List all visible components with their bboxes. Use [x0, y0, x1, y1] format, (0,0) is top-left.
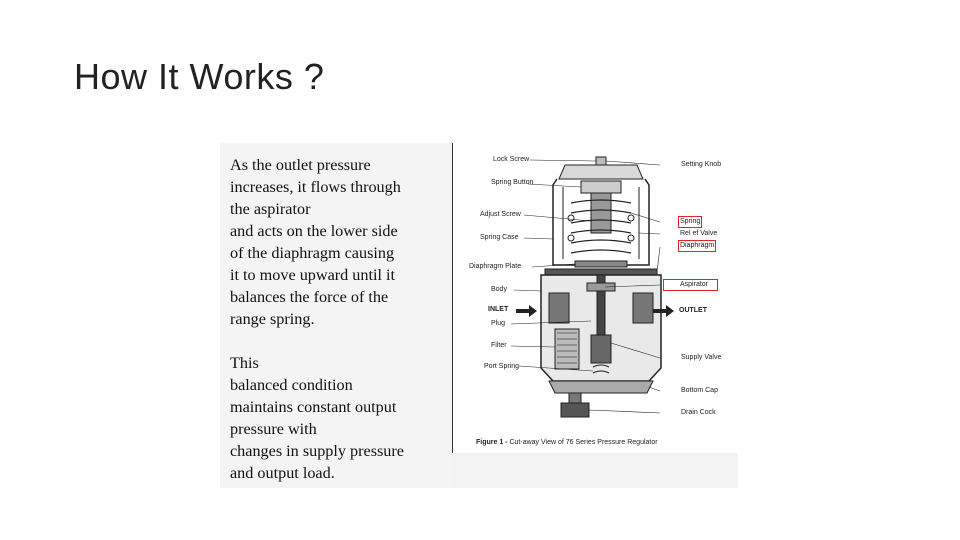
supply-valve-shape — [590, 334, 612, 364]
figure-caption: Figure 1 - Cut-away View of 76 Series Pr… — [476, 439, 658, 446]
label-adjust-screw: Adjust Screw — [480, 211, 521, 218]
inlet-port-shape — [548, 292, 570, 324]
label-body: Body — [491, 286, 507, 293]
text-line: balanced condition — [230, 376, 353, 394]
explanation-paragraph-1: As the outlet pressure increases, it flo… — [230, 154, 401, 330]
slide-title: How It Works ? — [74, 56, 325, 97]
label-diaphragm: Diaphragm — [677, 240, 717, 252]
label-inlet: INLET — [488, 306, 509, 313]
explanation-text-panel: As the outlet pressure increases, it flo… — [220, 143, 452, 488]
range-spring-shape — [570, 199, 632, 254]
label-plug: Plug — [491, 320, 506, 327]
diaphragm-shape — [544, 268, 658, 276]
bottom-cap-shape — [548, 380, 654, 394]
label-relief-valve: Rel ef Valve — [680, 230, 718, 237]
regulator-cutaway-drawing — [510, 156, 674, 418]
lock-screw-shape — [595, 156, 607, 166]
label-outlet: OUTLET — [679, 307, 707, 314]
adjust-screw-shape — [590, 192, 612, 234]
caption-text: Cut-away View of 76 Series Pressure Regu… — [509, 439, 658, 446]
drain-cock-shape — [560, 402, 590, 418]
spring-button-shape — [580, 180, 622, 194]
text-line: balances the force of the — [230, 288, 389, 306]
label-aspirator: Aspirator — [662, 279, 719, 291]
label-spring-button: Spring Button — [491, 179, 534, 186]
text-line: This — [230, 354, 259, 372]
text-line: the aspirator — [230, 200, 311, 218]
text-line: and output load. — [230, 464, 335, 482]
label-filter: Filter — [491, 342, 507, 349]
label-port-spring: Port Spring — [484, 363, 520, 370]
figure-bottom-margin — [453, 453, 738, 488]
label-setting-knob: Setting Knob — [681, 161, 722, 168]
label-bottom-cap: Bottom Cap — [681, 387, 718, 394]
text-line: and acts on the lower side — [230, 222, 398, 240]
text-line: changes in supply pressure — [230, 442, 404, 460]
label-drain-cock: Drain Cock — [681, 409, 716, 416]
outlet-port-shape — [632, 292, 654, 324]
outlet-arrow-icon — [653, 305, 674, 317]
text-line: it to move upward until it — [230, 266, 396, 284]
label-spring-case: Spring Case — [480, 234, 519, 241]
label-spring: Spring — [677, 216, 703, 228]
label-supply-valve: Supply Valve — [681, 354, 722, 361]
text-line: of the diaphragm causing — [230, 244, 395, 262]
label-lock-screw: Lock Screw — [493, 156, 530, 163]
label-diaphragm-plate: Diaphragm Plate — [469, 263, 522, 270]
filter-shape — [554, 328, 580, 370]
text-line: increases, it flows through — [230, 178, 401, 196]
diaphragm-plate-shape — [574, 260, 628, 268]
panel-divider — [452, 143, 453, 453]
text-line: pressure with — [230, 420, 317, 438]
cutaway-diagram: Lock Screw Spring Button Adjust Screw Sp… — [453, 143, 738, 453]
text-line: As the outlet pressure — [230, 156, 371, 174]
text-line: range spring. — [230, 310, 315, 328]
setting-knob-shape — [558, 164, 644, 180]
text-line: maintains constant output — [230, 398, 397, 416]
explanation-paragraph-2: This balanced condition maintains consta… — [230, 352, 404, 484]
regulator-figure: As the outlet pressure increases, it flo… — [220, 143, 738, 488]
port-spring-shape — [592, 364, 610, 374]
caption-prefix: Figure 1 - — [476, 439, 508, 446]
inlet-arrow-icon — [516, 305, 537, 317]
